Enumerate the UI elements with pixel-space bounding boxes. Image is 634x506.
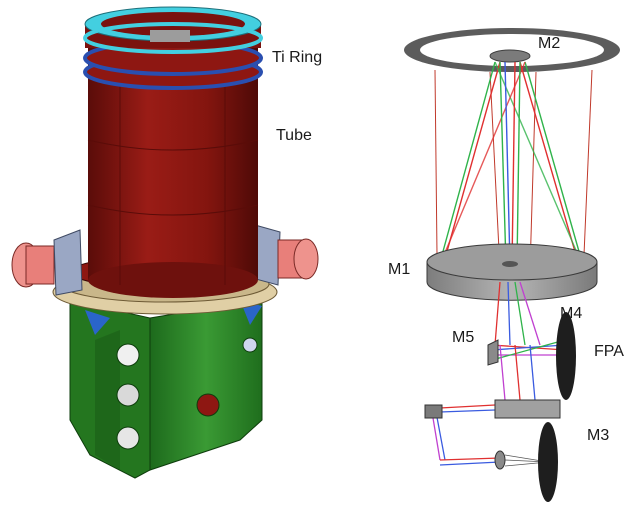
- cooler-right: [251, 224, 319, 286]
- base-structure: [69, 299, 263, 479]
- optical-layout: [404, 28, 620, 502]
- cooler-left: [11, 229, 83, 296]
- label-m3: M3: [587, 427, 609, 444]
- label-m1: M1: [388, 261, 410, 278]
- ti-ring-assembly: [83, 6, 263, 90]
- support-struts: [434, 69, 593, 271]
- ray-bundle-primary: [441, 61, 581, 266]
- mirror-m1: [426, 243, 598, 301]
- telescope-cad-model: [11, 6, 319, 479]
- mirror-m5: [487, 339, 499, 366]
- label-ti-ring: Ti Ring: [272, 49, 322, 66]
- mirror-m2: [489, 49, 531, 63]
- mirror-m4: [556, 312, 576, 400]
- label-m2: M2: [538, 35, 560, 52]
- relay-lens: [494, 450, 506, 470]
- label-m5: M5: [452, 329, 474, 346]
- label-tube: Tube: [276, 127, 312, 144]
- fold-mirror-lower: [494, 399, 561, 419]
- mirror-m3: [538, 422, 558, 502]
- label-m4: M4: [560, 305, 582, 322]
- label-fpa: FPA: [594, 343, 624, 360]
- fold-mirror-left: [424, 404, 443, 419]
